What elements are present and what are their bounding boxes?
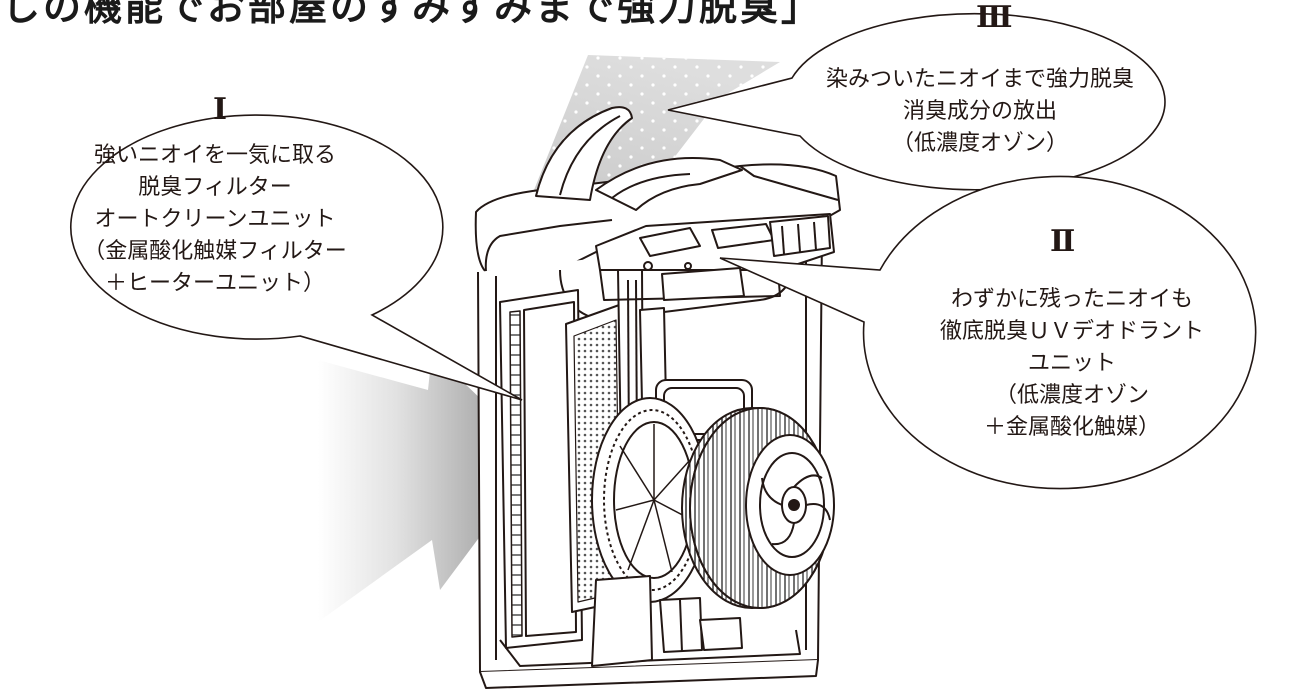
callout-numeral-1: Ⅰ — [213, 92, 228, 127]
callout-line: （低濃度オゾン） — [891, 131, 1068, 156]
callout-text-2: わずかに残ったニオイも 徹底脱臭ＵＶデオドラント ユニット （低濃度オゾン ＋金… — [882, 284, 1262, 444]
callout-line: 染みついたニオイまで強力脱臭 — [825, 67, 1134, 92]
callout-line: 徹底脱臭ＵＶデオドラント — [939, 319, 1204, 344]
callout-line: ＋ヒーターユニット） — [104, 271, 325, 296]
callout-line: 消臭成分の放出 — [902, 99, 1057, 124]
callout-bubble-2 — [719, 175, 1257, 490]
callout-numeral-3: Ⅲ — [976, 0, 1013, 35]
callout-bubble-3 — [667, 12, 1166, 191]
air-purifier-unit — [474, 106, 841, 689]
callout-numeral-2: Ⅱ — [1050, 224, 1076, 259]
callout-line: ユニット — [1027, 351, 1116, 376]
callout-line: オートクリーンユニット — [94, 207, 336, 232]
headline: しの機能でお部屋のすみずみまで強力脱臭」 — [2, 0, 823, 29]
callout-line: 強いニオイを一気に取る — [93, 143, 336, 168]
callout-line: 脱臭フィルター — [138, 175, 292, 200]
callout-line: ＋金属酸化触媒） — [983, 415, 1160, 440]
callout-line: （低濃度オゾン — [994, 383, 1149, 408]
callout-bubble-1 — [70, 114, 523, 401]
callout-text-3: 染みついたニオイまで強力脱臭 消臭成分の放出 （低濃度オゾン） — [790, 64, 1170, 160]
callout-line: わずかに残ったニオイも — [950, 287, 1193, 312]
callout-line: （金属酸化触媒フィルター — [83, 239, 347, 264]
callout-text-1: 強いニオイを一気に取る 脱臭フィルター オートクリーンユニット （金属酸化触媒フ… — [30, 140, 400, 300]
